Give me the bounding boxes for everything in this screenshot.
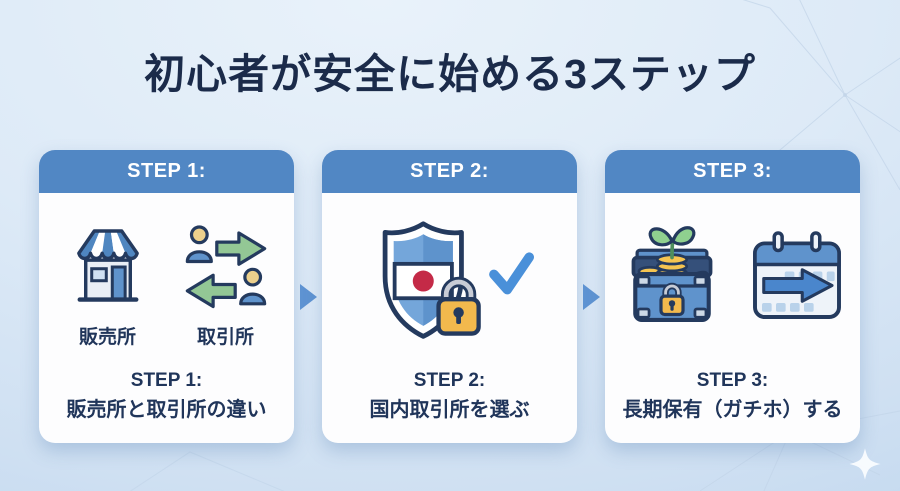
step1-caption-line1: STEP 1: bbox=[130, 369, 203, 391]
calendar-arrow-icon bbox=[752, 231, 841, 319]
right-arrow-icon bbox=[299, 283, 317, 310]
step1-to-step2-connector bbox=[294, 150, 322, 443]
step3-caption-line2: 長期保有（ガチホ）する bbox=[622, 399, 843, 421]
step3-body: STEP 3: 長期保有（ガチホ）する bbox=[605, 193, 860, 443]
step3-caption-line1: STEP 3: bbox=[696, 369, 769, 391]
steps-row: STEP 1: bbox=[39, 150, 860, 443]
step1-caption: STEP 1: 販売所と取引所の違い bbox=[67, 367, 267, 426]
step2-header: STEP 2: bbox=[322, 150, 577, 193]
step3-header: STEP 3: bbox=[605, 150, 860, 193]
treasure-chest-icon bbox=[631, 226, 712, 323]
step1-card: STEP 1: bbox=[39, 150, 294, 443]
step2-body: STEP 2: 国内取引所を選ぶ bbox=[322, 193, 577, 443]
infographic-title: 初心者が安全に始める3ステップ bbox=[144, 51, 756, 97]
step2-to-step3-connector bbox=[577, 150, 605, 443]
step2-card: STEP 2: STEP 2: 国内取 bbox=[322, 150, 577, 443]
step3-caption: STEP 3: 長期保有（ガチホ）する bbox=[623, 367, 843, 426]
step2-caption: STEP 2: 国内取引所を選ぶ bbox=[370, 367, 530, 426]
checkmark-icon bbox=[488, 252, 534, 295]
step3-card: STEP 3: bbox=[605, 150, 860, 443]
storefront-icon bbox=[76, 229, 139, 302]
japan-shield-lock-icon bbox=[382, 221, 534, 339]
step1-header: STEP 1: bbox=[39, 150, 294, 193]
step2-caption-line1: STEP 2: bbox=[413, 369, 486, 391]
right-arrow-icon bbox=[582, 283, 600, 310]
sparkle-icon bbox=[849, 448, 881, 480]
japan-flag-circle bbox=[412, 270, 434, 292]
step1-caption-line2: 販売所と取引所の違い bbox=[66, 399, 267, 421]
step2-caption-line2: 国内取引所を選ぶ bbox=[369, 399, 530, 421]
exchange-people-icon bbox=[185, 225, 266, 309]
exchange-label: 取引所 bbox=[196, 327, 254, 348]
storefront-label: 販売所 bbox=[78, 327, 136, 348]
step1-body: 販売所 取引所 STEP 1: 販売所と取引所の違い bbox=[39, 193, 294, 443]
